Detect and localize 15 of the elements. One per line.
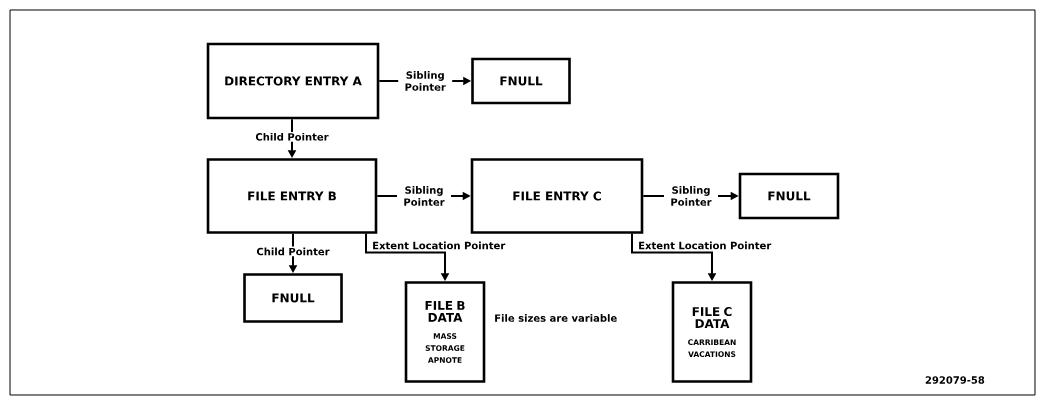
- edge-label: Extent Location Pointer: [639, 241, 772, 250]
- edge-label: Child Pointer: [255, 246, 331, 257]
- edge-label: Sibling Pointer: [664, 185, 718, 207]
- edge-label: Child Pointer: [254, 131, 330, 142]
- null-box: FNULL: [738, 172, 840, 220]
- note-text: File sizes are variable: [495, 314, 617, 322]
- edge-label: Extent Location Pointer: [373, 241, 506, 250]
- edge-label: Sibling Pointer: [398, 70, 453, 92]
- entry-box: DIRECTORY ENTRY A: [206, 42, 380, 120]
- entry-box: FILE ENTRY C: [470, 158, 644, 234]
- figure-number: 292079-58: [925, 376, 985, 384]
- null-box: FNULL: [471, 57, 571, 105]
- null-box: FNULL: [243, 273, 343, 323]
- edge-label: Sibling Pointer: [397, 185, 451, 207]
- entry-box: FILE ENTRY B: [206, 158, 378, 234]
